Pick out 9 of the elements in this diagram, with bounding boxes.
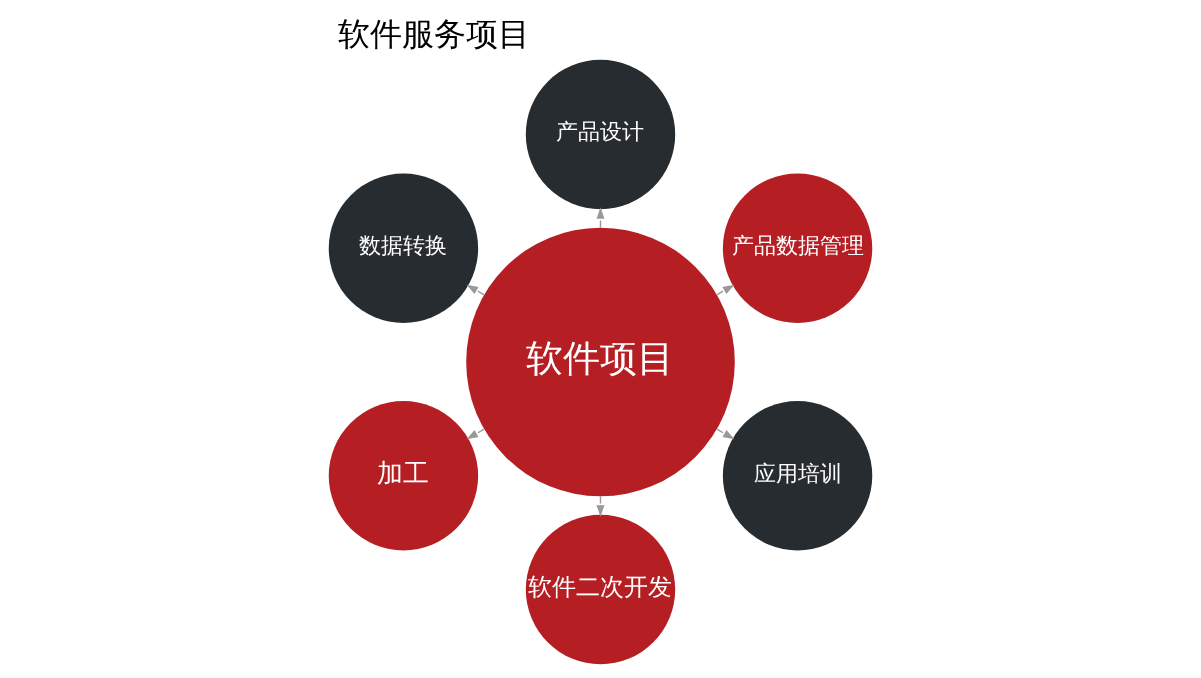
node-circle: 软件二次开发 [525, 514, 676, 665]
diagram-title: 软件服务项目 [338, 15, 531, 52]
arrow [596, 495, 605, 517]
arrow [466, 284, 485, 296]
arrow [596, 207, 605, 229]
arrow [716, 428, 735, 440]
node-circle: 产品设计 [525, 59, 676, 210]
arrow [466, 428, 485, 440]
arrow [716, 284, 735, 296]
